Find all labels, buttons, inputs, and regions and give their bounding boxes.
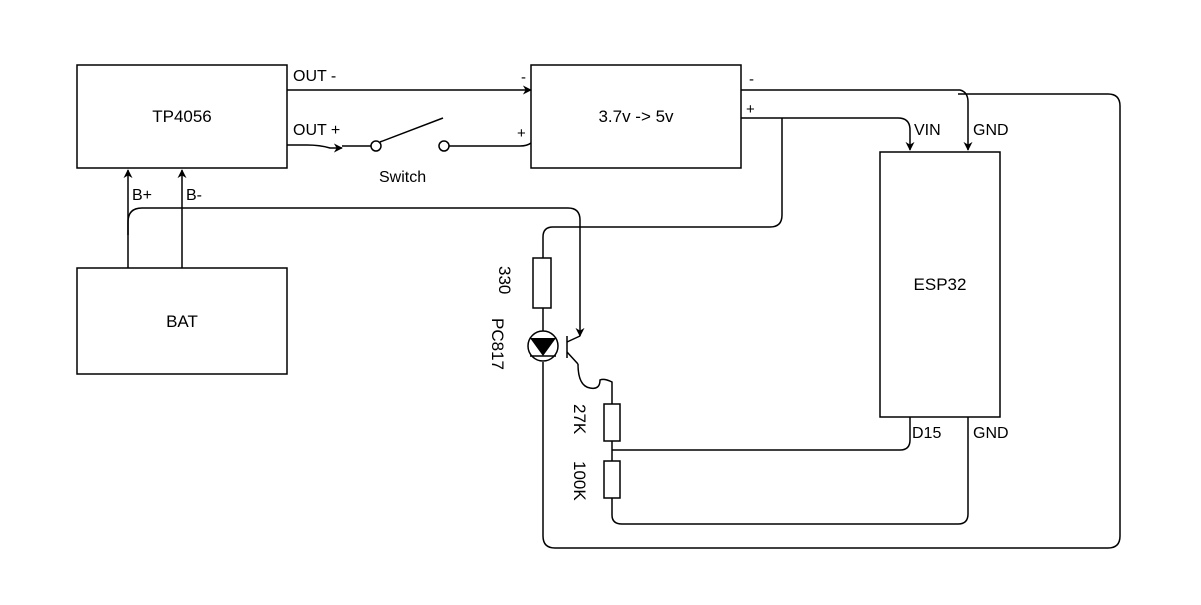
optocoupler-pc817 (527, 330, 581, 365)
switch-label: Switch (379, 169, 426, 186)
conv-in-plus-label: + (517, 125, 526, 142)
b-plus-label: B+ (132, 187, 152, 204)
wire-vin-to-resistor (542, 118, 783, 258)
esp32-label: ESP32 (914, 275, 967, 294)
tp4056-label: TP4056 (152, 107, 212, 126)
wire-bplus-collector (127, 207, 585, 337)
tp4056-block: TP4056 (76, 64, 288, 169)
resistor-100k (603, 460, 621, 499)
resistor-100k-label: 100K (570, 461, 589, 501)
conv-in-minus-label: - (521, 69, 526, 86)
gnd-bottom-label: GND (973, 425, 1009, 442)
battery-block: BAT (76, 267, 288, 375)
b-minus-label: B- (186, 187, 202, 204)
resistor-330 (532, 257, 552, 309)
vin-label: VIN (914, 122, 941, 139)
wire-conv-plus-vin (741, 117, 915, 151)
wire-conv-minus-gnd (741, 89, 973, 151)
wire-emitter (577, 363, 613, 404)
battery-label: BAT (166, 312, 198, 331)
resistor-27k (603, 403, 621, 442)
esp32-block: ESP32 (879, 151, 1001, 418)
conv-out-plus-label: + (746, 101, 755, 118)
optocoupler-label: PC817 (488, 318, 507, 370)
resistor-330-label: 330 (495, 266, 514, 294)
conv-out-minus-label: - (749, 71, 754, 88)
resistor-27k-label: 27K (570, 404, 589, 435)
d15-label: D15 (912, 425, 941, 442)
switch-symbol (342, 117, 532, 152)
gnd-top-label: GND (973, 122, 1009, 139)
wire-out-plus (287, 143, 343, 153)
converter-block: 3.7v -> 5v (530, 64, 742, 169)
wire-d15 (612, 417, 911, 451)
out-plus-label: OUT + (293, 122, 340, 139)
out-minus-label: OUT - (293, 68, 336, 85)
wire-100k-gnd (611, 417, 969, 525)
wire-conv-minus-loop (542, 93, 1121, 549)
converter-label: 3.7v -> 5v (598, 107, 674, 126)
